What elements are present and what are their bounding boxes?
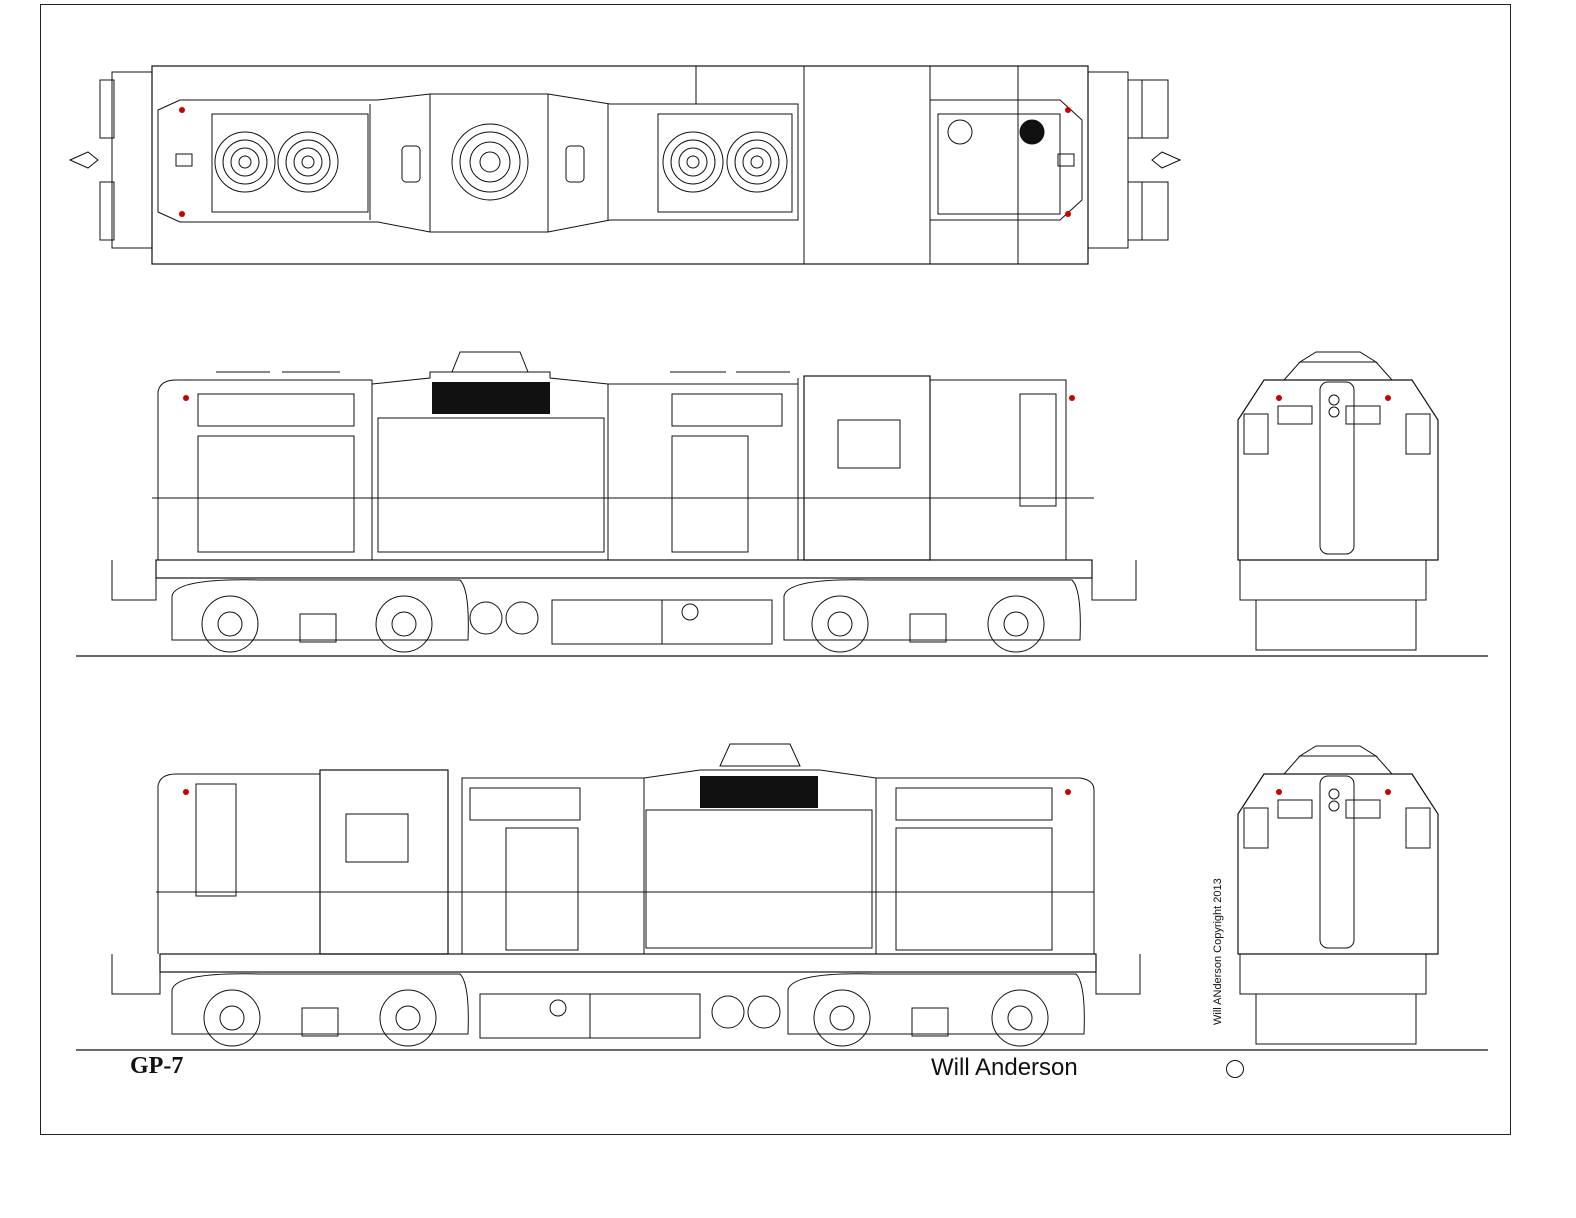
end-view-rear	[1237, 745, 1439, 1045]
copyright-note: Will ANderson Copyright 2013	[1212, 878, 1224, 1025]
drawing-border	[40, 4, 1511, 1135]
drawing-title: GP-7	[130, 1053, 184, 1079]
radiator-fans	[214, 123, 788, 201]
side-view-left	[76, 351, 1488, 657]
truck-rear	[783, 579, 1081, 653]
end-view-front	[1237, 351, 1439, 651]
truck-front	[171, 579, 469, 653]
side-view-right	[76, 743, 1488, 1051]
author-name: Will Anderson	[931, 1054, 1078, 1081]
truck-rear-2	[787, 973, 1085, 1047]
truck-front-2	[171, 973, 469, 1047]
top-view	[68, 65, 1182, 265]
author-logo-icon	[1226, 1060, 1244, 1078]
